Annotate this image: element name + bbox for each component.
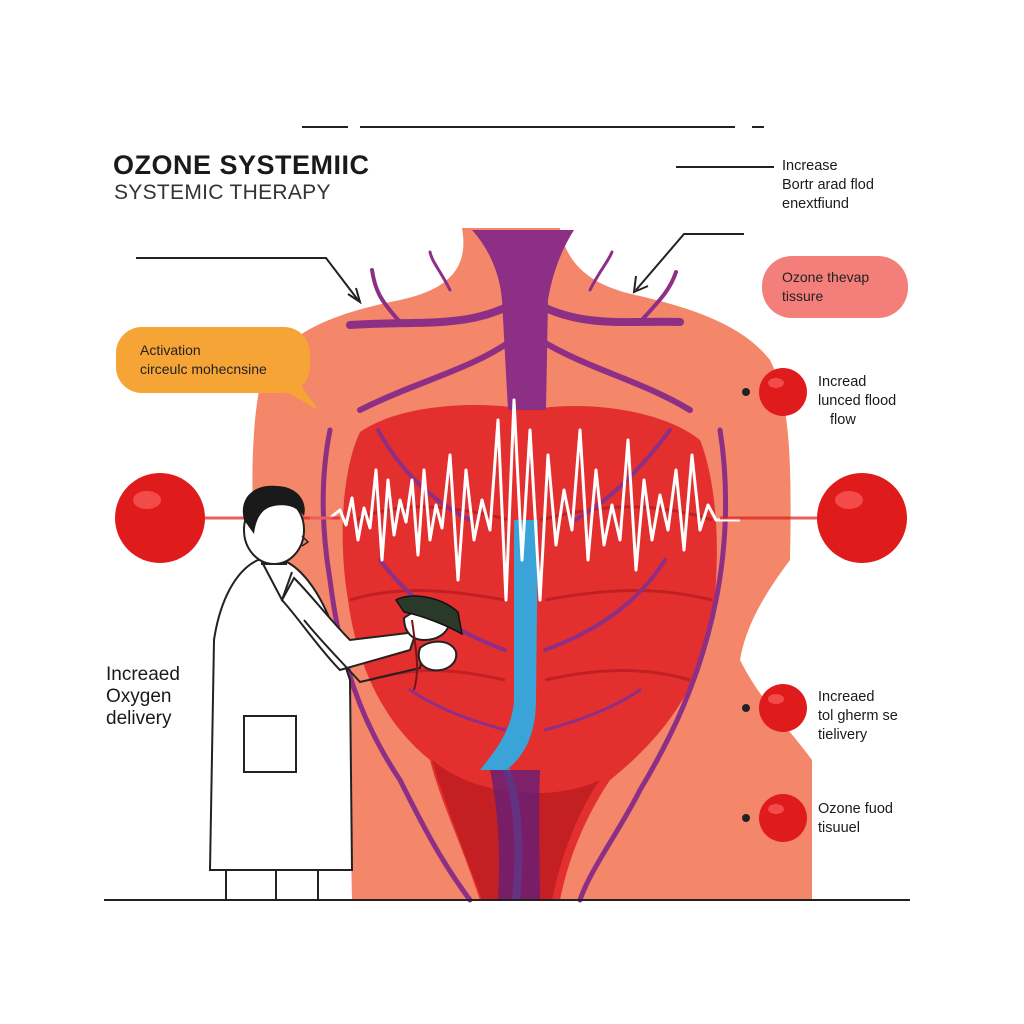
label-left-line-1: Increaed — [106, 664, 180, 685]
main-artery — [472, 230, 574, 410]
blood-cell-small-3 — [759, 794, 807, 842]
page-title: OZONE SYSTEMIIC — [113, 150, 370, 180]
label-right-2-line-1: Increaed — [818, 689, 875, 705]
blood-cell-left — [115, 473, 205, 563]
label-top-right-line-3: enextfiund — [782, 196, 849, 212]
label-top-right-line-1: Increase — [782, 158, 838, 174]
doctor-figure — [208, 485, 464, 901]
label-left-line-2: Oxygen — [106, 686, 172, 707]
orange-callout-bubble: Activation circeulc mohecnsine — [116, 327, 310, 393]
blood-cell-small-2 — [759, 684, 807, 732]
orange-bubble-line-1: Activation — [140, 342, 201, 358]
label-right-1-line-1: Incread — [818, 374, 867, 390]
label-right-3-line-1: Ozone fuod — [818, 801, 893, 817]
bullet-dot-1 — [742, 388, 750, 396]
label-top-right: Increase Bortr arad flod enextfiund — [782, 157, 874, 214]
label-right-2-line-2: tol gherm se — [818, 708, 898, 724]
label-right-1: Incread lunced flood flow — [818, 373, 896, 430]
bullet-dot-3 — [742, 814, 750, 822]
pink-bubble-line-2: tissure — [782, 288, 824, 304]
label-right-1-line-2: lunced flood — [818, 393, 897, 409]
label-top-right-line-2: Bortr arad flod — [782, 177, 874, 193]
blood-cell-small-1 — [759, 368, 807, 416]
pink-bubble-line-1: Ozone thevap — [782, 269, 870, 285]
bullet-dot-2 — [742, 704, 750, 712]
label-right-1-line-3: flow — [830, 412, 856, 428]
label-right-3-line-2: tisuuel — [818, 820, 860, 836]
pink-callout-bubble: Ozone thevap tissure — [762, 256, 908, 318]
label-left-line-3: delivery — [106, 708, 172, 729]
label-right-2-line-3: tielivery — [818, 727, 868, 743]
heartbeat-waveform — [310, 398, 740, 602]
blood-cell-right — [817, 473, 907, 563]
page-subtitle: SYSTEMIC THERAPY — [114, 181, 331, 204]
label-right-2: Increaed tol gherm se tielivery — [818, 688, 898, 745]
callout-arrow-right — [635, 233, 744, 291]
callout-arrowhead-left — [347, 287, 362, 305]
label-right-3: Ozone fuod tisuuel — [818, 800, 893, 838]
vein-lower-dark — [490, 770, 540, 900]
callout-arrowhead-right — [632, 275, 649, 294]
central-vein — [480, 520, 538, 770]
orange-bubble-line-2: circeulc mohecnsine — [140, 361, 267, 377]
callout-arrow-left — [136, 257, 359, 301]
label-left: Increaed Oxygen delivery — [106, 664, 180, 730]
